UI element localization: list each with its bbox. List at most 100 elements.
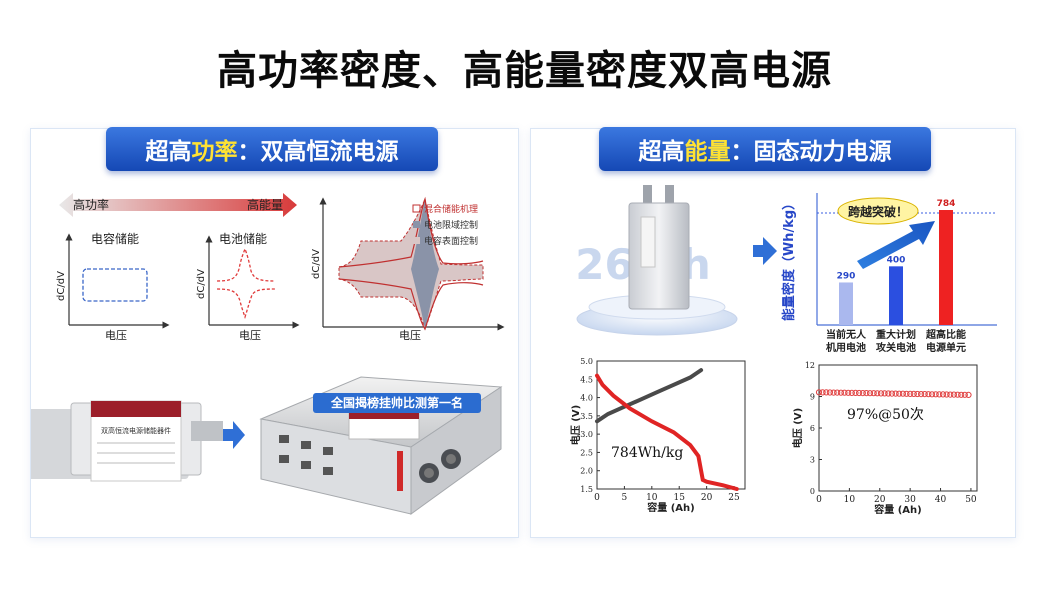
x-tick-label: 20 [874, 495, 886, 505]
bar-ylabel: 能量密度（Wh/kg） [781, 197, 797, 321]
battery-peak-curve [216, 247, 276, 320]
breakthrough-arrow [857, 221, 935, 269]
chart1-xlabel: 电压 [105, 329, 127, 342]
energy-diagram: 26 Ah 能量密度（Wh/kg） 290当前无人机用电池400重大计划攻关电池… [569, 185, 997, 516]
award-label: 全国揭榜挂帅比测第一名 [330, 395, 463, 410]
cycle-point [866, 390, 874, 397]
y-tick-label: 4.0 [580, 394, 593, 403]
cycle-point [874, 390, 881, 397]
chart-ylabel: 电压 (V) [791, 408, 804, 448]
bar-0 [839, 282, 853, 325]
cycle-point [856, 389, 863, 397]
legend-hybrid: 混合储能机理 [424, 203, 478, 215]
cycle-point [830, 389, 837, 396]
bar-label-1-a: 重大计划 [876, 328, 916, 341]
y-tick-label: 3.5 [580, 412, 593, 421]
hybrid-capacitive-area [338, 197, 484, 331]
banner-suffix: ：双高恒流电源 [237, 139, 399, 165]
cycle-point [921, 391, 928, 398]
chart2-ylabel: dC/dV [196, 269, 207, 299]
cycle-point [852, 389, 859, 396]
bar-value-2: 784 [937, 199, 956, 209]
cycle-point [870, 390, 877, 397]
x-tick-label: 40 [935, 495, 947, 505]
bar-label-2-a: 超高比能 [925, 328, 966, 341]
x-tick-label: 0 [594, 493, 600, 503]
energy-banner: 超高能量：固态动力电源 [599, 127, 931, 171]
discharge-annotation: 784Wh/kg [611, 445, 683, 461]
breakthrough-callout: 跨越突破！ [848, 204, 908, 219]
cycle-point [888, 390, 895, 397]
cycle-point [928, 391, 936, 398]
bar-label-1-b: 攻关电池 [876, 341, 916, 354]
cycle-point [910, 390, 917, 397]
cycle-point [881, 390, 888, 397]
y-tick-label: 2.5 [580, 448, 593, 457]
x-tick-label: 10 [646, 493, 658, 503]
y-tick-label: 9 [810, 393, 815, 402]
bar-label-0-b: 机用电池 [826, 341, 866, 354]
bar-1 [889, 266, 903, 325]
energy-bar-chart: 能量密度（Wh/kg） 290当前无人机用电池400重大计划攻关电池784超高比… [781, 193, 997, 354]
cycle-point [841, 389, 848, 396]
cycle-point [943, 391, 950, 398]
cycle-annotation: 97%@50次 [847, 407, 924, 423]
y-tick-label: 0 [810, 487, 815, 496]
bar-value-0: 290 [837, 271, 856, 281]
x-tick-label: 5 [622, 493, 628, 503]
cycle-point [845, 389, 852, 396]
cycle-point [823, 389, 830, 396]
x-tick-label: 10 [844, 495, 856, 505]
power-diagram: 高功率 高能量 电容储能 dC/dV 电压 电池储能 dC/dV 电压 dC/d… [31, 193, 505, 515]
chart1-title: 电容储能 [91, 231, 139, 246]
cycle-point [848, 389, 855, 396]
arrow-left-label: 高功率 [73, 197, 109, 212]
chart2-title: 电池储能 [219, 231, 267, 246]
banner-prefix: 超高 [638, 139, 685, 165]
legend-capacitor: 电容表面控制 [424, 235, 478, 247]
cycle-point [834, 389, 841, 396]
chart-xlabel: 容量 (Ah) [646, 501, 694, 514]
chart-xlabel: 容量 (Ah) [873, 503, 921, 516]
cycle-point [896, 390, 903, 397]
cycle-point [950, 391, 957, 398]
cycle-point [877, 390, 885, 397]
power-energy-arrow [59, 193, 297, 217]
cycle-point [903, 390, 910, 397]
cycle-point [965, 391, 972, 398]
pouch-to-pack-arrow [223, 421, 245, 449]
chart3-ylabel: dC/dV [311, 249, 322, 279]
chart3-xlabel: 电压 [399, 329, 421, 342]
cycle-point [932, 391, 939, 398]
solid-state-cell-image [628, 185, 690, 310]
banner-highlight: 能量 [684, 139, 731, 165]
legend-battery: 电池限域控制 [424, 219, 478, 231]
y-tick-label: 12 [805, 361, 815, 370]
hybrid-outline [338, 196, 484, 331]
cycle-point [815, 389, 823, 396]
power-panel: 超高功率：双高恒流电源 高功率 高能量 电容储能 dC/dV 电压 [30, 127, 519, 538]
cycle-point [899, 390, 906, 397]
cell-to-chart-arrow [753, 237, 777, 265]
capacitor-loop [82, 268, 148, 302]
x-tick-label: 15 [673, 493, 685, 503]
x-tick-label: 20 [701, 493, 713, 503]
cycle-point [925, 391, 932, 398]
y-tick-label: 3.0 [580, 430, 593, 439]
y-tick-label: 5.0 [580, 357, 593, 366]
pouch-cell-image: 双高恒流电源储能器件 [31, 400, 223, 482]
page-title: 高功率密度、高能量密度双高电源 [217, 48, 832, 94]
cycle-point [936, 391, 943, 398]
chart2-xlabel: 电压 [239, 329, 261, 342]
banner-prefix: 超高 [145, 139, 192, 165]
cycle-point [958, 391, 965, 398]
banner-highlight: 功率 [191, 139, 238, 165]
cycle-point [947, 391, 954, 398]
cycle-point [819, 389, 826, 396]
y-tick-label: 3 [810, 456, 815, 465]
y-tick-label: 6 [810, 424, 815, 433]
cycle-point [885, 390, 892, 397]
